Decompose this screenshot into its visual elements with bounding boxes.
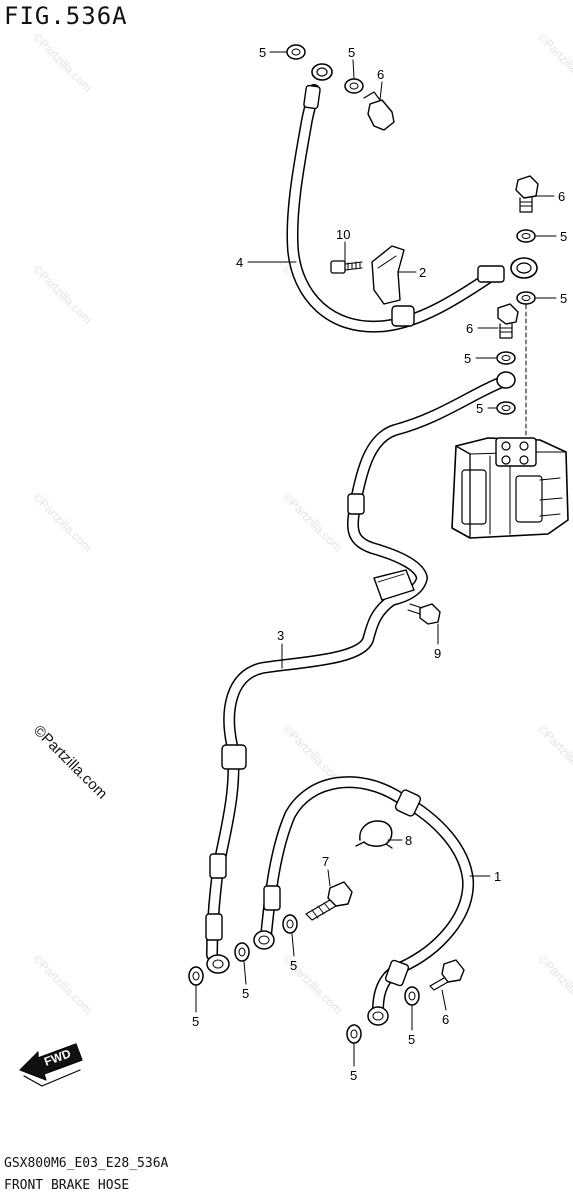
callout-7: 7 — [322, 854, 329, 869]
callout-5: 5 — [242, 986, 249, 1001]
bolt-6-lower — [429, 959, 465, 991]
callout-5: 5 — [192, 1014, 199, 1029]
callout-8: 8 — [405, 833, 412, 848]
screw-10 — [330, 260, 363, 274]
figure-code: GSX800M6_E03_E28_536A — [4, 1156, 169, 1171]
right-hardware — [496, 175, 539, 441]
callout-2: 2 — [419, 265, 426, 280]
bolt-9 — [407, 603, 441, 625]
callout-5: 5 — [560, 229, 567, 244]
callout-9: 9 — [434, 646, 441, 661]
lower-washers — [188, 914, 420, 1044]
callout-6: 6 — [377, 67, 384, 82]
callout-1: 1 — [494, 869, 501, 884]
callout-5: 5 — [464, 351, 471, 366]
callout-5: 5 — [350, 1068, 357, 1083]
abs-unit — [451, 437, 569, 539]
callout-5: 5 — [348, 45, 355, 60]
callout-6: 6 — [466, 321, 473, 336]
callout-6: 6 — [558, 189, 565, 204]
leader-lines — [195, 51, 557, 1067]
callouts: 5 5 6 6 5 10 2 4 5 6 5 5 3 9 8 7 1 5 5 5… — [192, 45, 567, 1083]
callout-4: 4 — [236, 255, 243, 270]
figure-title: FIG.536A — [4, 2, 128, 30]
callout-10: 10 — [336, 227, 350, 242]
hose-3 — [205, 371, 516, 974]
fwd-arrow — [19, 1043, 83, 1087]
hose-1 — [253, 776, 475, 1026]
top-hardware — [286, 44, 395, 131]
callout-3: 3 — [277, 628, 284, 643]
callout-5: 5 — [476, 401, 483, 416]
callout-5: 5 — [290, 958, 297, 973]
bracket-2 — [371, 245, 405, 305]
clamp-8 — [355, 820, 393, 849]
callout-5: 5 — [259, 45, 266, 60]
figure-name: FRONT BRAKE HOSE — [4, 1178, 130, 1193]
callout-6: 6 — [442, 1012, 449, 1027]
hose-4 — [286, 63, 538, 333]
callout-5: 5 — [408, 1032, 415, 1047]
bolt-7 — [305, 881, 353, 921]
callout-5: 5 — [560, 291, 567, 306]
